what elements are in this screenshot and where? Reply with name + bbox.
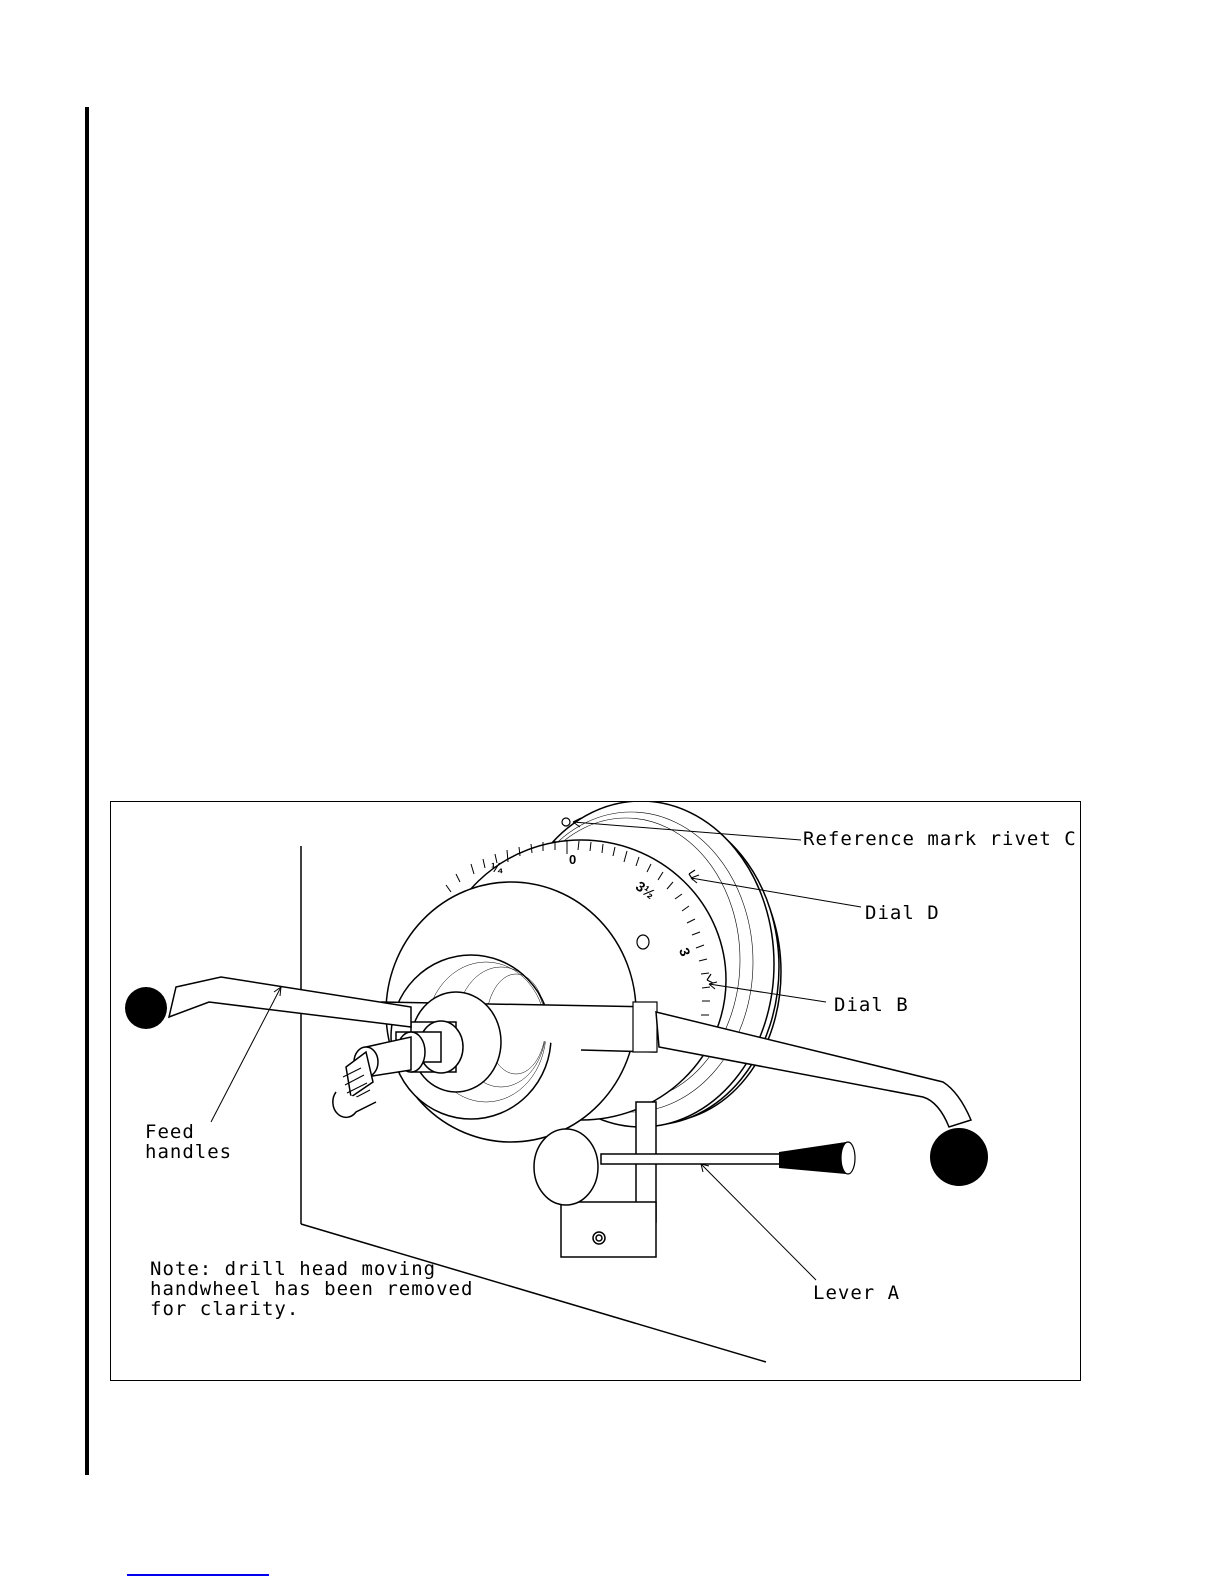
note-line-2: handwheel has been removed bbox=[150, 1279, 473, 1299]
note-line-1: Note: drill head moving bbox=[150, 1259, 436, 1279]
label-feed-handles-line1: Feed bbox=[145, 1122, 195, 1142]
label-reference-mark-rivet-c: Reference mark rivet C bbox=[803, 829, 1077, 849]
label-feed-handles-line2: handles bbox=[145, 1142, 232, 1162]
footer-link-underline[interactable] bbox=[127, 1574, 269, 1576]
dial-mark-quarter: ¼ bbox=[491, 860, 503, 875]
margin-revision-bar bbox=[85, 107, 89, 1475]
note-line-3: for clarity. bbox=[150, 1299, 299, 1319]
label-dial-d: Dial D bbox=[865, 903, 940, 923]
label-lever-a: Lever A bbox=[813, 1283, 900, 1303]
feed-handle-right-knob bbox=[930, 1128, 988, 1186]
reference-rivet-c bbox=[562, 818, 570, 826]
dial-screw bbox=[637, 935, 649, 949]
dial-mark-zero: 0 bbox=[569, 852, 576, 867]
label-dial-b: Dial B bbox=[834, 995, 909, 1015]
lever-a bbox=[534, 1129, 786, 1205]
feed-handle-left-knob bbox=[125, 987, 167, 1029]
feed-handle-left bbox=[169, 977, 411, 1027]
